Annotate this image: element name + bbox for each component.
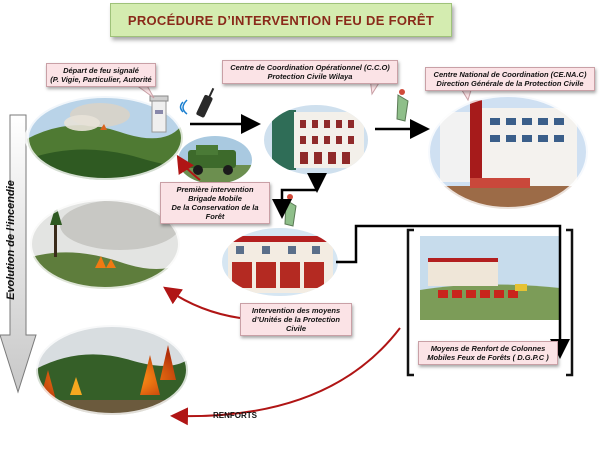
depart-line-2: (P. Vigie, Particulier, Autorité: [50, 75, 152, 84]
premiere-line-3: De la Conservation de la Forêt: [171, 203, 259, 221]
renforts-label: RENFORTS: [213, 411, 257, 420]
phone-icon: [396, 89, 409, 122]
phone-icon-2: [284, 194, 297, 227]
renfort-line-1: Moyens de Renfort de Colonnes: [430, 344, 546, 353]
cco-line-2: Protection Civile Wilaya: [267, 72, 353, 81]
radio-icon: [179, 87, 215, 118]
cco-line-1: Centre de Coordination Opérationnel (C.C…: [230, 63, 390, 72]
forest-big-fire-photo: [34, 323, 190, 417]
evolution-axis-label: Evolution de l’incendie: [4, 140, 18, 340]
moyens-label: Intervention des moyens d’Unités de la P…: [240, 303, 352, 336]
premiere-line-1: Première intervention: [176, 185, 254, 194]
premiere-intervention-label: Première intervention Brigade Mobile De …: [160, 182, 270, 224]
cenac-line-1: Centre National de Coordination (CE.NA.C…: [433, 70, 587, 79]
evolution-arrow: [0, 114, 37, 394]
cco-label: Centre de Coordination Opérationnel (C.C…: [222, 60, 398, 84]
column-bracket: [406, 228, 574, 377]
cenac-building-photo: [426, 93, 590, 211]
cco-building-photo: [264, 105, 368, 175]
forest-fire-smoke-photo: [28, 197, 182, 291]
fire-station-photo: [222, 228, 338, 296]
cenac-line-2: Direction Générale de la Protection Civi…: [436, 79, 584, 88]
page-title: PROCÉDURE D’INTERVENTION FEU DE FORÊT: [110, 3, 452, 37]
moyens-line-1: Intervention des moyens: [251, 306, 341, 315]
depart-label: Départ de feu signalé (P. Vigie, Particu…: [46, 63, 156, 87]
watchtower-icon: [149, 95, 169, 133]
red-arrows: [163, 154, 401, 426]
column-convoy-photo: [420, 236, 560, 320]
depart-line-1: Départ de feu signalé: [63, 66, 139, 75]
premiere-line-2: Brigade Mobile: [188, 194, 242, 203]
flow-arrows: [190, 114, 570, 359]
renfort-line-2: Mobiles Feux de Forêts ( D.G.P.C ): [427, 353, 549, 362]
evolution-text: Evolution de l’incendie: [5, 180, 18, 300]
moyens-line-2: d’Unités de la Protection Civile: [252, 315, 340, 333]
renfort-label: Moyens de Renfort de Colonnes Mobiles Fe…: [418, 341, 558, 365]
cenac-label: Centre National de Coordination (CE.NA.C…: [425, 67, 595, 91]
